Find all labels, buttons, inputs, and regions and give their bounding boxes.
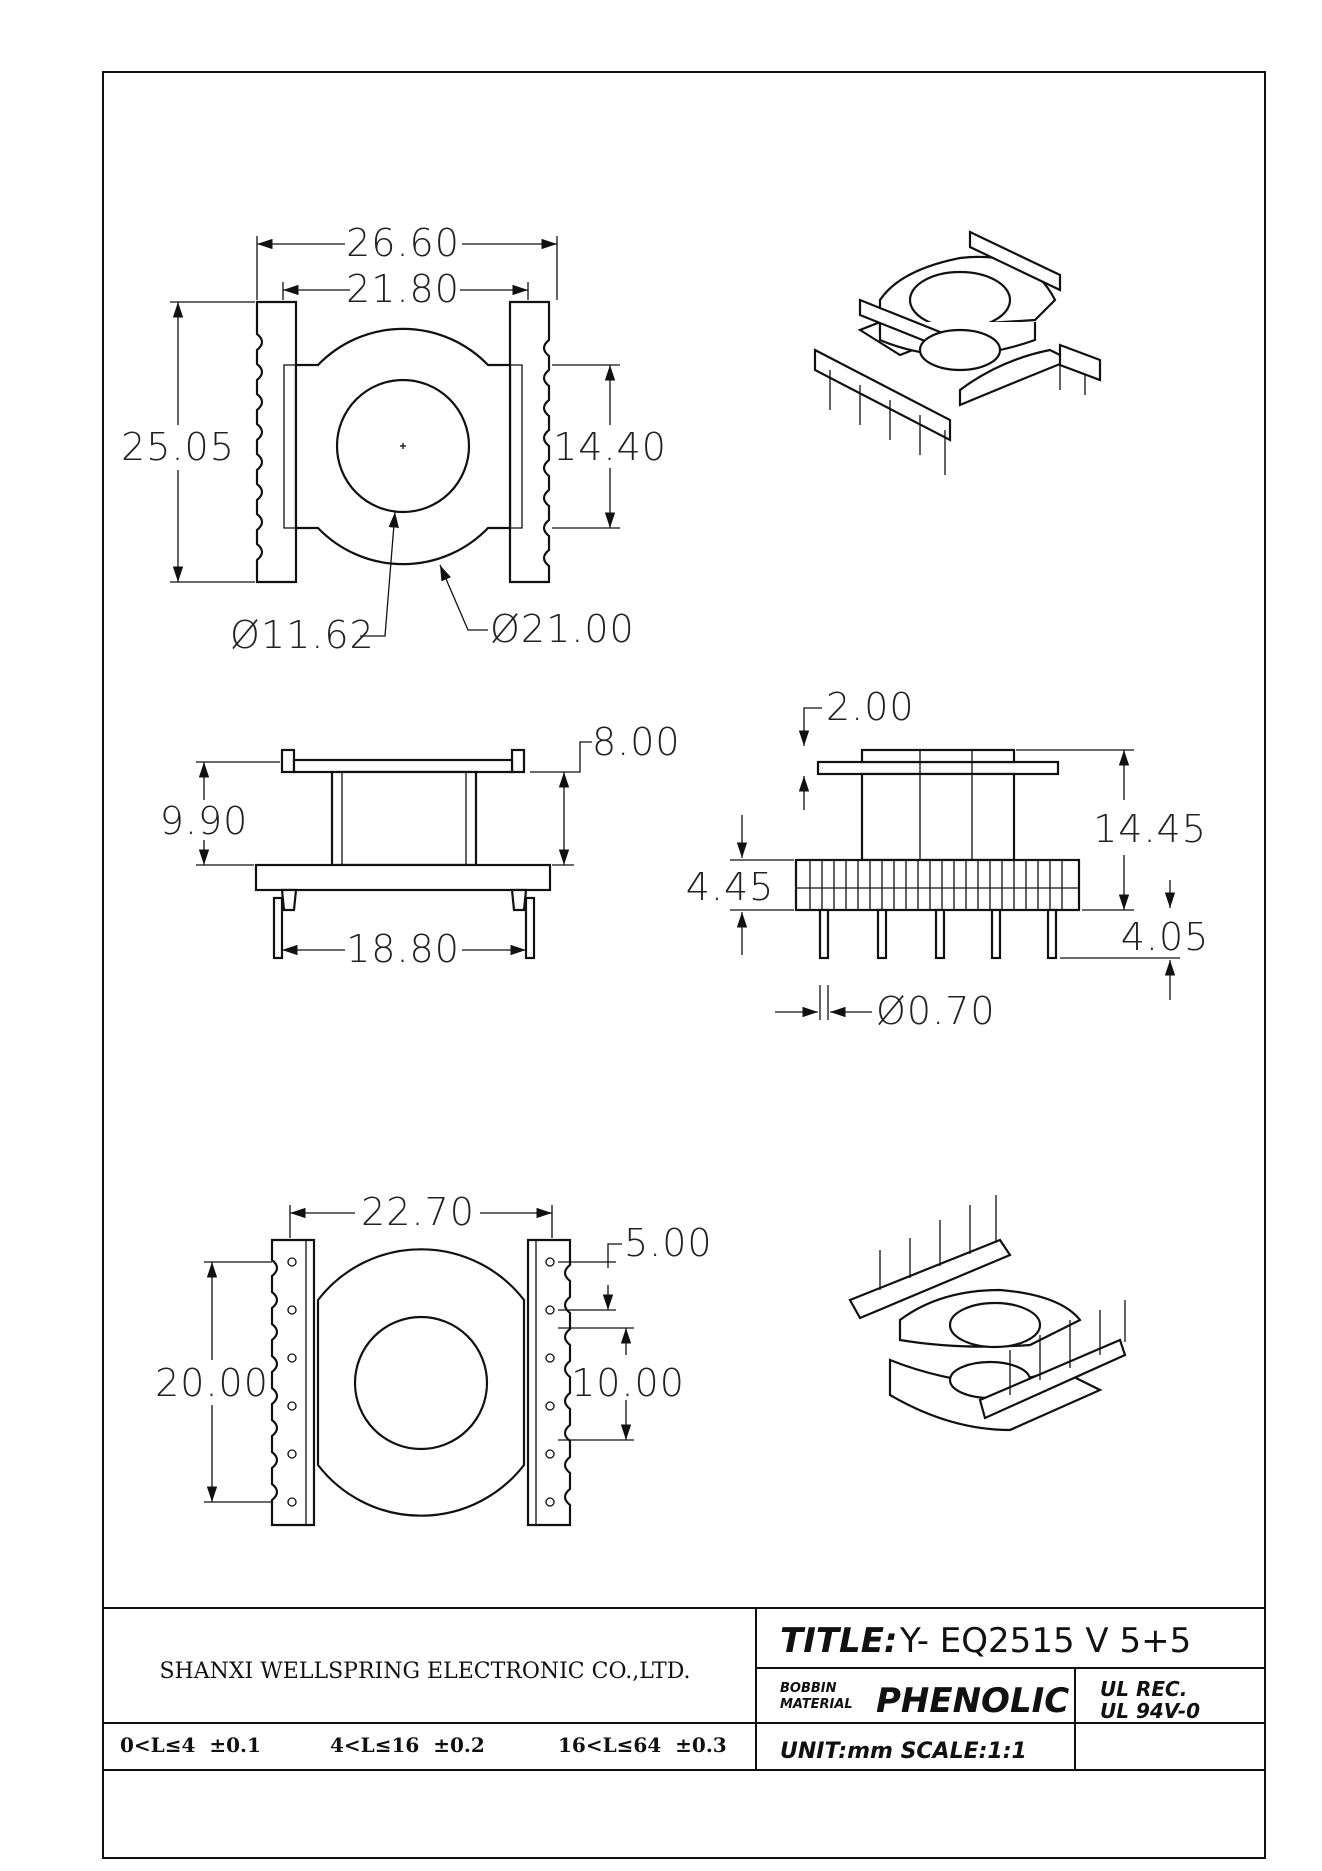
- isometric-view-top: [813, 230, 1102, 475]
- dim-top-slot-height: 14.40: [553, 425, 667, 469]
- tolerance-range-1: 0<L≤4 ±0.1: [120, 1733, 261, 1757]
- dim-front-body-height: 14.45: [1093, 807, 1207, 851]
- bottom-view-right-rail: [526, 1238, 572, 1527]
- isometric-view-bottom: [848, 1195, 1127, 1432]
- dim-bottom-overall-width: 22.70: [361, 1190, 475, 1234]
- dim-side-pin-span: 18.80: [346, 927, 460, 971]
- bottom-view-pin-holes: [287, 1257, 555, 1507]
- dim-side-total-height: 9.90: [160, 799, 249, 843]
- unit-scale: UNIT:mm SCALE:1:1: [780, 1739, 1027, 1764]
- dim-side-winding-height: 8.00: [592, 720, 681, 764]
- dim-top-inner-width: 21.80: [346, 267, 460, 311]
- top-view-left-rail: [255, 300, 298, 584]
- dim-top-flange-diameter: Ø21.00: [490, 607, 635, 651]
- title-label: TITLE:: [780, 1621, 898, 1661]
- title-value: Y- EQ2515 V 5+5: [899, 1621, 1191, 1661]
- tolerance-range-3: 16<L≤64 ±0.3: [558, 1733, 727, 1757]
- dim-top-overall-width: 26.60: [346, 221, 460, 265]
- dim-bottom-pin-pitch: 5.00: [624, 1221, 713, 1265]
- top-view-right-rail: [508, 300, 551, 584]
- material-value: PHENOLIC: [876, 1681, 1069, 1721]
- dim-front-base-height: 4.45: [686, 865, 775, 909]
- company-name: SHANXI WELLSPRING ELECTRONIC CO.,LTD.: [159, 1659, 690, 1684]
- front-view: 2.00 14.45 4.45 4.05 Ø0.70: [686, 685, 1210, 1033]
- dim-front-pin-length: 4.05: [1121, 915, 1210, 959]
- title-block: SHANXI WELLSPRING ELECTRONIC CO.,LTD. TI…: [103, 1607, 1265, 1771]
- front-view-base-ribs: [796, 860, 1079, 910]
- dim-bottom-slot-height: 10.00: [571, 1361, 685, 1405]
- top-view: 26.60 21.80 25.05 14.40 Ø11.62 Ø21.00: [121, 221, 667, 657]
- ul-rec-label: UL REC.: [1100, 1677, 1187, 1701]
- bottom-view-left-rail: [270, 1238, 316, 1527]
- drawing-border: [102, 71, 1266, 1859]
- dim-front-pin-diameter: Ø0.70: [876, 989, 996, 1033]
- dim-top-bore-diameter: Ø11.62: [230, 613, 375, 657]
- material-label-material: MATERIAL: [780, 1697, 853, 1712]
- dim-top-overall-height: 25.05: [121, 425, 235, 469]
- dim-front-flange-thickness: 2.00: [826, 685, 915, 729]
- tolerance-range-2: 4<L≤16 ±0.2: [330, 1733, 485, 1757]
- side-view: 9.90 8.00 18.80: [160, 720, 681, 971]
- dim-bottom-overall-height: 20.00: [155, 1361, 269, 1405]
- bottom-view: 22.70 20.00 5.00 10.00: [155, 1190, 713, 1527]
- bottom-view-bore: [353, 1315, 489, 1451]
- ul-rating: UL 94V-0: [1100, 1699, 1200, 1723]
- material-label-bobbin: BOBBIN: [780, 1681, 837, 1696]
